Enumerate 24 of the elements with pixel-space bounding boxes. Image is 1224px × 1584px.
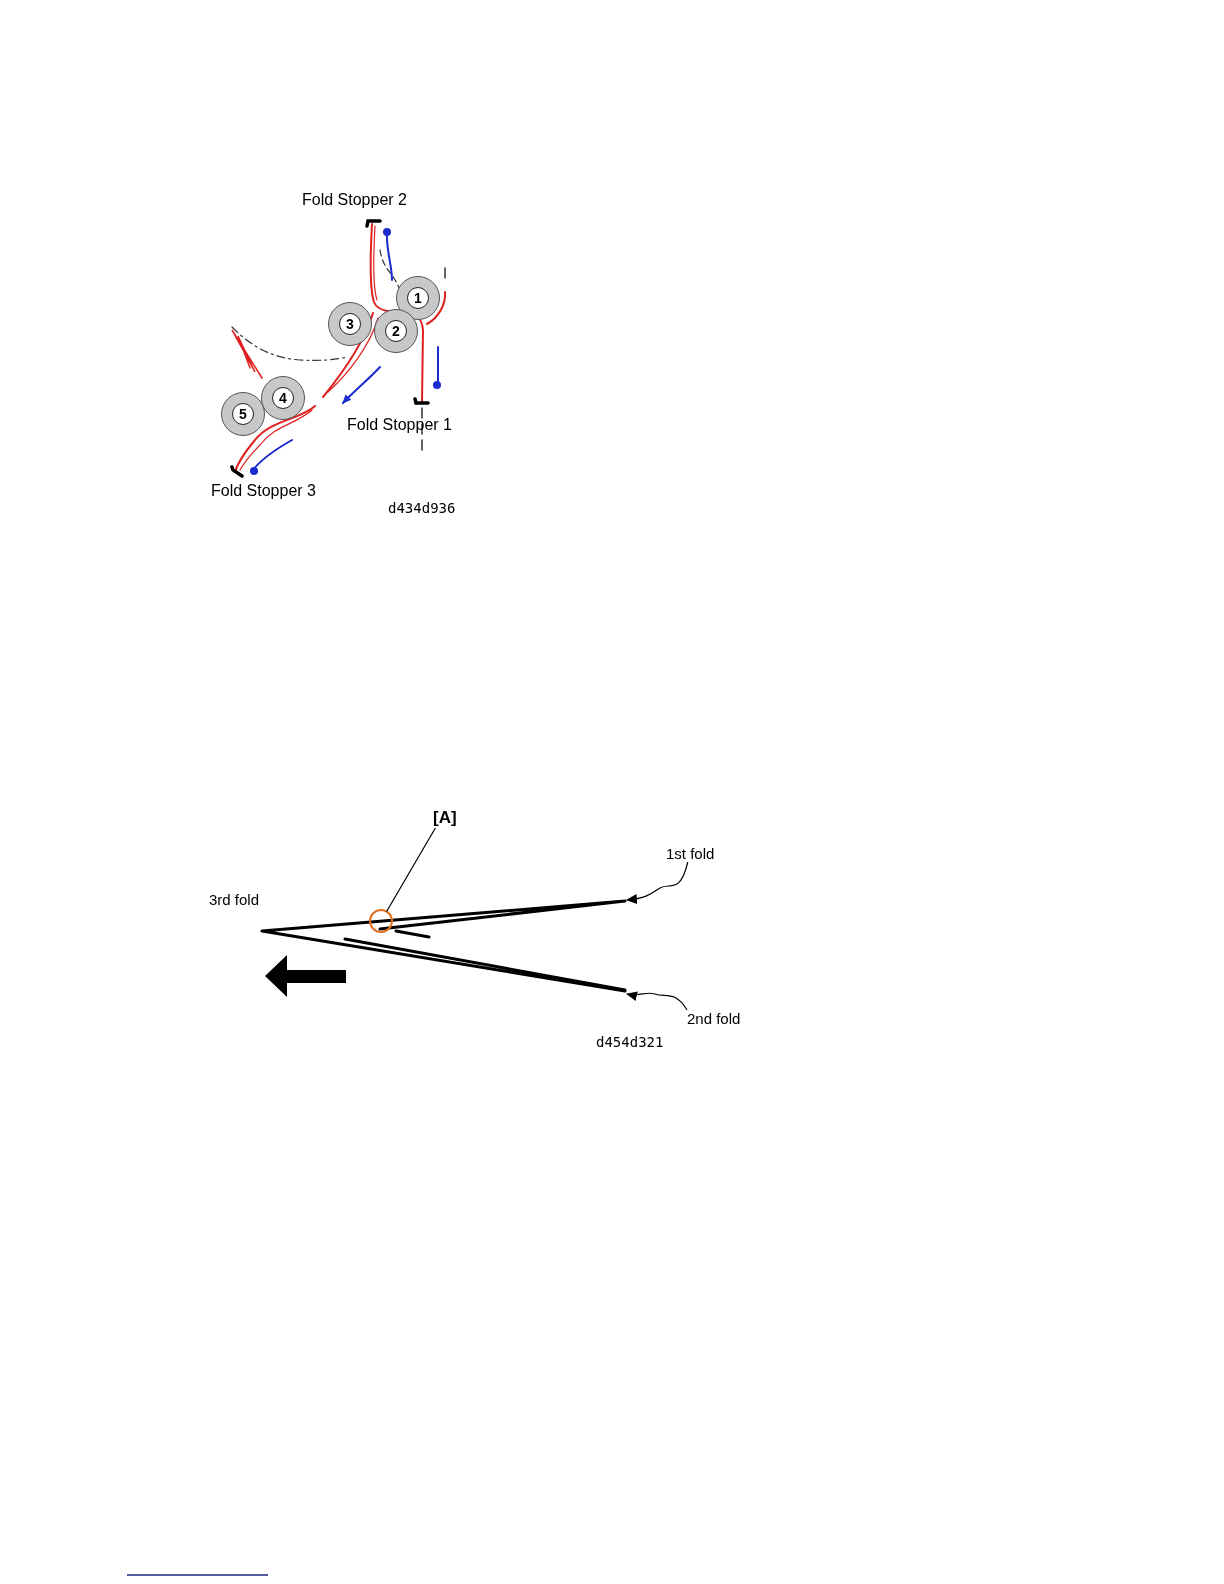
roller	[221, 392, 265, 436]
callout-label: [A]	[433, 808, 457, 828]
leader-line	[386, 827, 436, 913]
part-label: Fold Stopper 2	[302, 191, 407, 209]
roller-number: 4	[272, 387, 294, 409]
roller-number: 3	[339, 313, 361, 335]
figure-code: d454d321	[596, 1034, 664, 1050]
roller-number: 5	[232, 403, 254, 425]
roller	[396, 276, 440, 320]
callout-label: 2nd fold	[687, 1010, 741, 1027]
leader-line	[626, 990, 688, 1011]
roller-number: 2	[385, 320, 407, 342]
callout-label: 1st fold	[666, 845, 715, 862]
roller	[328, 302, 372, 346]
roller	[374, 309, 418, 353]
part-label: Fold Stopper 1	[347, 416, 452, 434]
part-label: 3rd fold	[209, 891, 260, 908]
roller	[261, 376, 305, 420]
folded-paper-drawing	[260, 899, 627, 993]
leader-line	[626, 861, 689, 904]
roller-number: 1	[407, 287, 429, 309]
part-label: Fold Stopper 3	[211, 482, 316, 500]
figure-code: d434d936	[388, 500, 456, 516]
highlight-circle	[369, 909, 393, 933]
